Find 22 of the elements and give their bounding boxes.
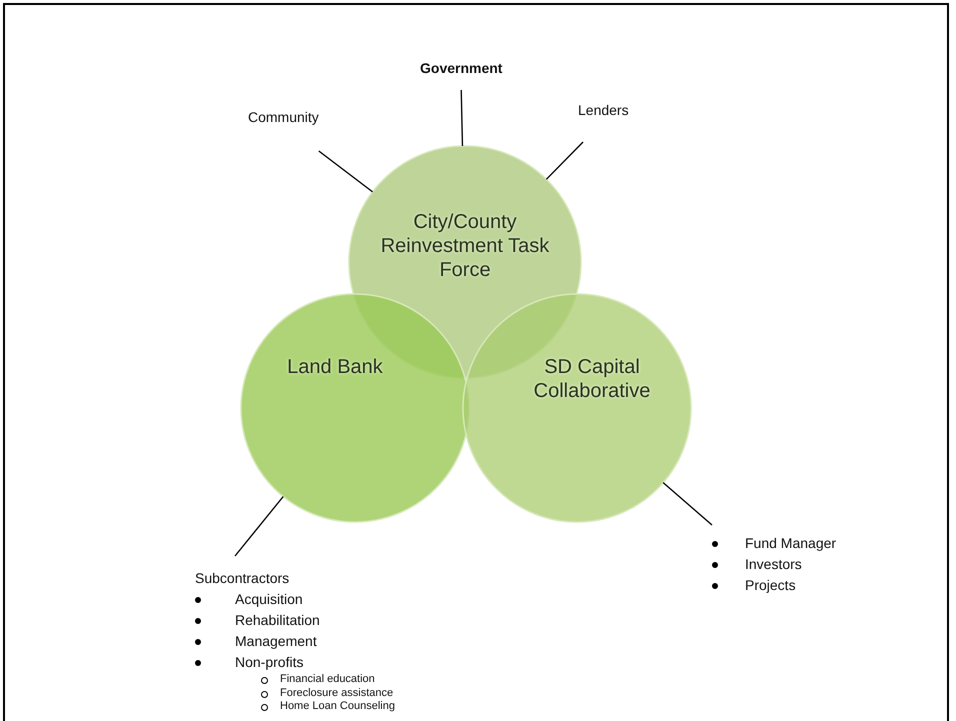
leader-line — [546, 142, 584, 180]
list-item: Investors — [745, 556, 802, 572]
list-item: Fund Manager — [745, 535, 836, 551]
list-heading: Subcontractors — [195, 569, 290, 588]
list-item: Financial education — [280, 673, 375, 685]
leader-line — [662, 482, 712, 526]
list-item: Foreclosure assistance — [280, 686, 394, 698]
leader-line — [318, 150, 373, 192]
list-item: Projects — [745, 577, 796, 593]
stakeholder-label: Government — [420, 59, 502, 78]
leader-line — [234, 496, 284, 556]
list-item: Home Loan Counseling — [280, 700, 395, 712]
circle-label: City/County Reinvestment Task Force — [380, 210, 550, 282]
list-item: Rehabilitation — [235, 612, 320, 628]
list-item: Non-profits — [235, 654, 304, 670]
circle-label: Land Bank — [286, 355, 384, 379]
stakeholder-label: Community — [248, 108, 319, 127]
list-item: Acquisition — [235, 591, 303, 607]
leader-line — [460, 90, 464, 146]
circle-label: SD Capital Collaborative — [532, 355, 652, 403]
list-item: Management — [235, 633, 317, 649]
stakeholder-label: Lenders — [578, 101, 629, 120]
